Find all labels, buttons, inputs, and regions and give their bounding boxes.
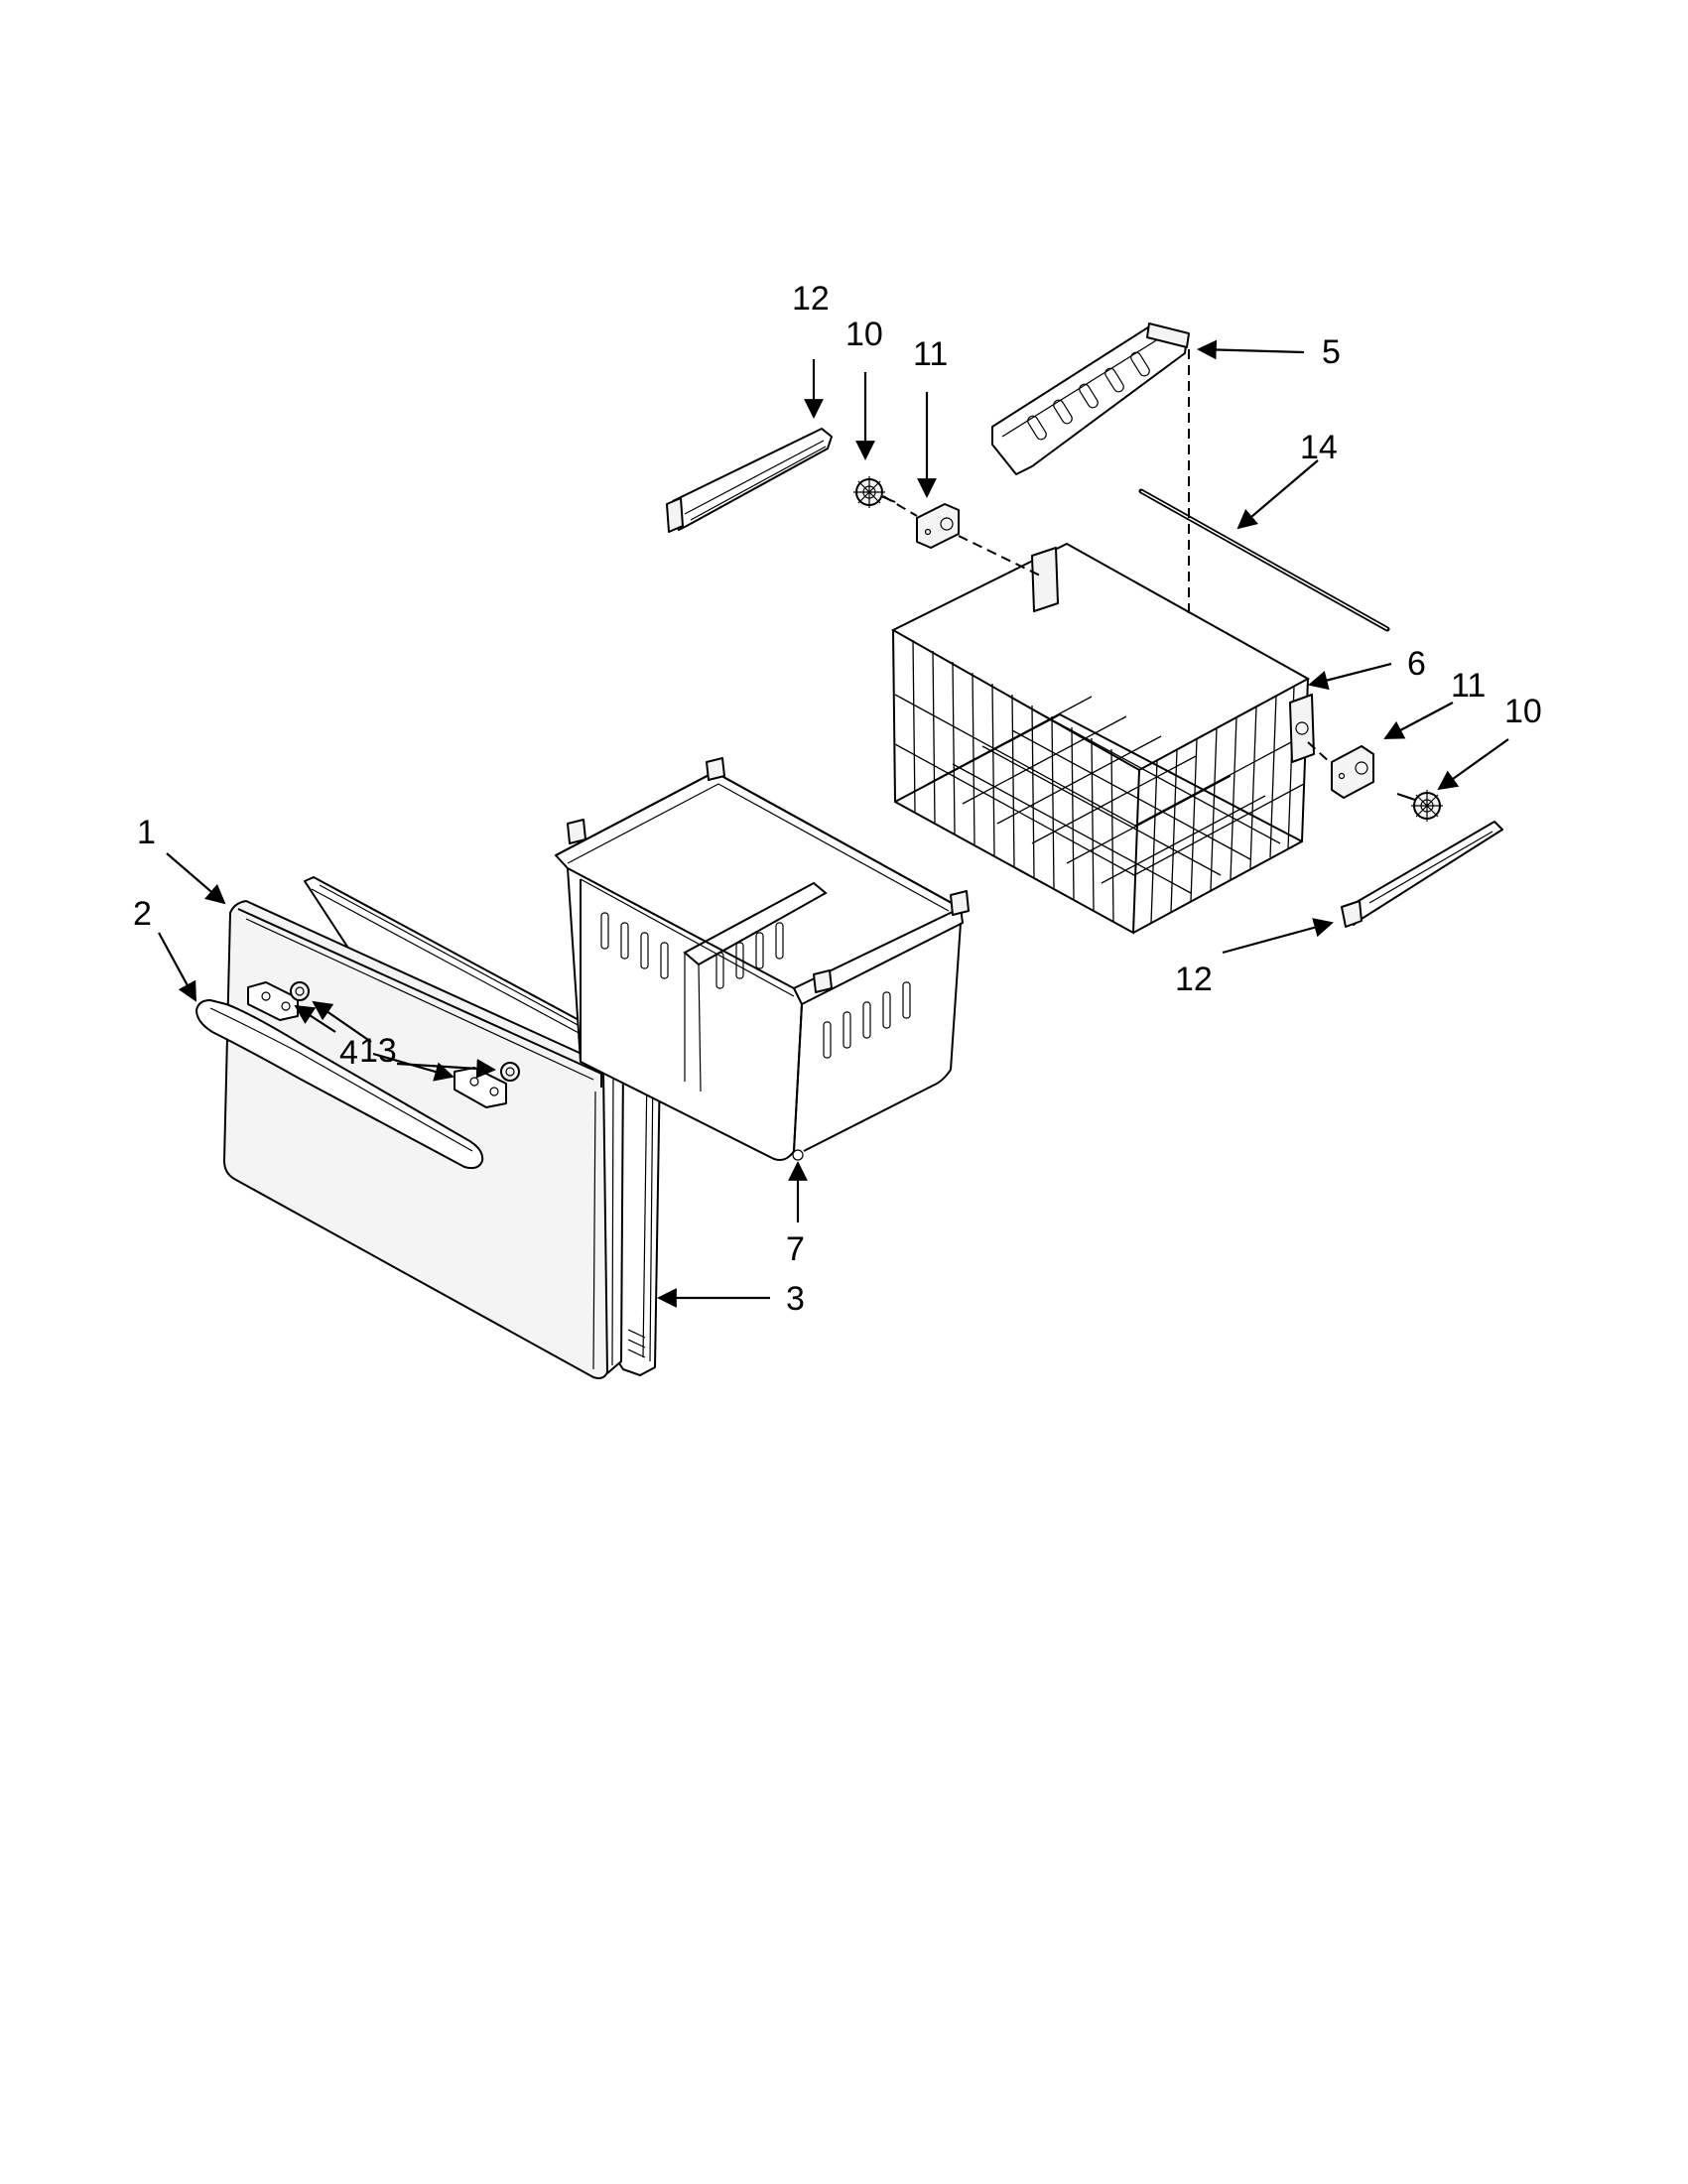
callout-7: 7 bbox=[786, 1230, 805, 1268]
bin-body bbox=[555, 771, 964, 1161]
callout-12-bottom: 12 bbox=[1175, 961, 1213, 998]
callout-11-right: 11 bbox=[1451, 667, 1486, 705]
callout-10-right: 10 bbox=[1504, 693, 1542, 730]
callout-2: 2 bbox=[133, 895, 152, 933]
callout-10-top: 10 bbox=[845, 316, 883, 353]
callout-13: 13 bbox=[359, 1032, 397, 1070]
callout-4: 4 bbox=[339, 1034, 358, 1072]
leader-lines bbox=[158, 339, 1509, 1308]
callout-6: 6 bbox=[1407, 645, 1426, 683]
slide-rail-bottom bbox=[1341, 821, 1503, 928]
slide-rail-top bbox=[666, 428, 833, 533]
assembly-line-bracket bbox=[882, 495, 918, 517]
callout-3: 3 bbox=[786, 1280, 805, 1318]
callout-14: 14 bbox=[1300, 429, 1338, 466]
door-plug-left bbox=[290, 981, 310, 1001]
callout-1: 1 bbox=[137, 814, 156, 851]
door-plug-right bbox=[500, 1062, 520, 1082]
gear-right bbox=[1396, 790, 1443, 822]
freezer-bin bbox=[555, 757, 970, 1161]
callout-labels: 12 10 11 5 14 6 11 10 12 1 2 13 4 7 3 bbox=[133, 280, 1542, 1318]
basket-divider bbox=[991, 322, 1190, 475]
bracket-top bbox=[916, 503, 960, 549]
wire-basket bbox=[890, 542, 1315, 935]
bracket-right bbox=[1331, 745, 1374, 799]
door-handle bbox=[195, 999, 484, 1170]
gear-top bbox=[853, 476, 896, 508]
callout-11-top: 11 bbox=[913, 335, 948, 373]
callout-5: 5 bbox=[1322, 333, 1341, 371]
callout-12-top: 12 bbox=[792, 280, 830, 318]
